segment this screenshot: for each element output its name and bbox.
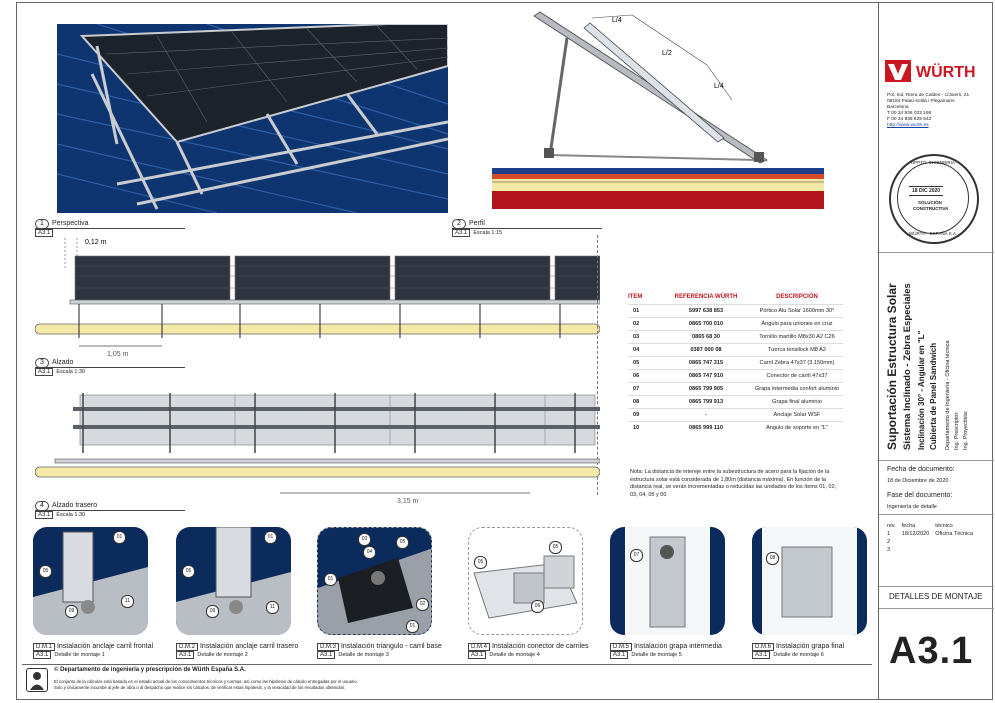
detail-image-1: 01 05 09 11 — [33, 527, 148, 635]
table-row: 09-Anclaje Solar WSF — [628, 408, 843, 422]
calculation-note: Nota: La distancia de intereje entre la … — [630, 469, 837, 498]
doc-inclination: Inclinación 30° - Angular en "L" — [917, 330, 926, 450]
footer-line-1: El conjunto de la cálculos está basado e… — [54, 679, 358, 684]
table-row: 2 — [887, 539, 891, 545]
website-link[interactable]: http://www.wurth.es — [887, 123, 929, 128]
footer-line-2: Solo y únicamente incumbe al jefe de obr… — [54, 685, 346, 690]
title-block: WÜRTH Pol. Ind. Riera de Caldes - c/Joie… — [878, 2, 994, 700]
doc-dept: Departamento de Ingeniería - Oficina téc… — [945, 340, 951, 450]
perspective-render — [57, 24, 448, 213]
detail-tag-1: D.M.1 Instalación anclaje carril frontal… — [33, 643, 153, 659]
section-title: DETALLES DE MONTAJE — [889, 592, 983, 601]
brand-name: WÜRTH — [916, 62, 976, 81]
footer-dept: © Departamento de ingeniería y prescripc… — [54, 667, 246, 673]
detail-tag-3: D.M.3 Instalación triangulo - carril bas… — [317, 643, 442, 659]
sheet-number: A3.1 — [889, 630, 974, 672]
alzado-drawing: 0,12 m 1,05 m — [35, 238, 600, 358]
detail-tag-2: D.M.2 Instalación anclaje carril trasero… — [176, 643, 298, 659]
dim-quarter-a: L/4 — [612, 17, 622, 24]
engineer-icon — [26, 668, 48, 692]
doc-title: Suportación Estructura Solar — [885, 283, 899, 450]
doc-proyectista: Ing. Proyectista: — [963, 410, 969, 450]
detail-image-4: 05 05 06 — [468, 527, 583, 635]
doc-prescriptor: Ing. Prescriptor: — [954, 411, 960, 450]
fecha-label: Fecha de documento: — [887, 466, 955, 473]
col-item: ITEM — [628, 294, 643, 300]
doc-roof-type: Cubierta de Panel Sandwich — [929, 342, 938, 450]
col-ref: REFERENCIA WÜRTH — [674, 294, 738, 300]
dim-gap: 0,12 m — [85, 239, 107, 246]
dim-quarter-b: L/4 — [714, 83, 724, 90]
detail-image-3: 03 04 05 01 02 01 — [317, 527, 432, 635]
fase-label: Fase del documento: — [887, 492, 953, 499]
dim-span-alzado: 1,05 m — [107, 351, 129, 358]
fase-value: Ingeniería de detalle — [887, 504, 937, 510]
company-address: Pol. Ind. Riera de Caldes - c/Joiers, 21… — [887, 93, 970, 128]
dim-half: L/2 — [662, 50, 672, 57]
table-row: 3 — [887, 547, 891, 553]
sheet-frame — [16, 2, 993, 700]
detail-image-2: 01 05 09 11 — [176, 527, 291, 635]
engineering-stamp: DPPTO. INGENIERIA 18 DIC 2020 SOLUCIÓN C… — [889, 154, 979, 244]
doc-subtitle: Sistema Inclinado - Zebra Especiales — [902, 283, 913, 450]
alzado-trasero-drawing: 3,15 m — [35, 393, 600, 505]
section-divider — [597, 235, 599, 495]
detail-image-6: 08 — [752, 527, 867, 635]
copyright-symbol: © — [54, 667, 59, 673]
dim-span-trasero: 3,15 m — [397, 498, 419, 505]
detail-image-5: 07 — [610, 527, 725, 635]
profile-render: L/4 L/2 L/4 — [492, 11, 824, 209]
fecha-value: 18 de Diciembre de 2020 — [887, 478, 949, 484]
col-desc: DESCRIPCIÓN — [776, 294, 818, 300]
wurth-logo: WÜRTH — [885, 60, 985, 87]
